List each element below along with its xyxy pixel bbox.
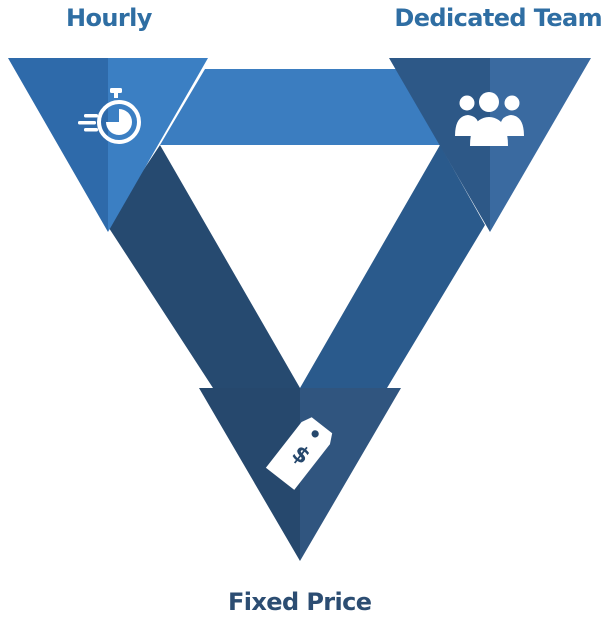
- fixed-price-label: Fixed Price: [228, 588, 372, 616]
- hourly-node: [8, 58, 208, 232]
- stopwatch-icon: [78, 88, 141, 144]
- team-people-icon: [455, 92, 524, 146]
- dedicated-team-label: Dedicated Team: [394, 4, 602, 32]
- left-band: [107, 145, 300, 388]
- price-tag-icon: $: [265, 417, 333, 490]
- top-band: [160, 69, 440, 145]
- right-band: [300, 145, 485, 388]
- hourly-label: Hourly: [66, 4, 152, 32]
